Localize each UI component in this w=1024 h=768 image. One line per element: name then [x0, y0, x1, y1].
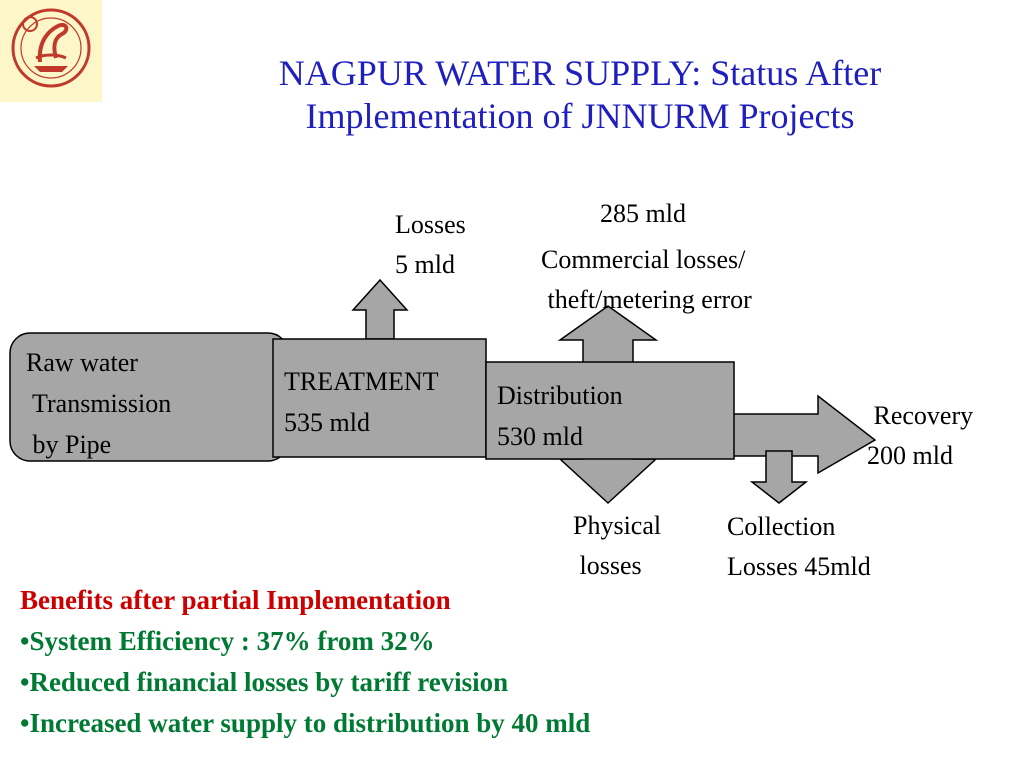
commercial-losses-line-1: Commercial losses/ [541, 245, 746, 274]
treatment-box [272, 338, 487, 458]
institution-logo [0, 0, 102, 102]
treatment-line-1: TREATMENT [284, 367, 439, 396]
physical-losses-line-1: Physical [573, 511, 662, 540]
commercial-losses-line-2: theft/metering error [541, 285, 752, 315]
benefits-section: Benefits after partial Implementation •S… [20, 580, 590, 744]
treatment-losses-line-2: 5 mld [395, 250, 455, 280]
distribution-line-1: Distribution [497, 381, 623, 410]
physical-losses-line-2: losses [573, 551, 642, 581]
recovery-line-2: 200 mld [867, 441, 953, 471]
distribution-label: Distribution 530 mld [497, 375, 623, 457]
raw-water-line-2: Transmission [26, 389, 172, 419]
physical-losses-label: Physical losses [573, 506, 661, 587]
recovery-line-1: Recovery [867, 401, 974, 430]
raw-water-label: Raw water Transmission by Pipe [26, 342, 171, 465]
collection-losses-arrow [749, 450, 809, 504]
raw-water-line-3: by Pipe [26, 430, 112, 460]
recovery-arrow [732, 394, 877, 475]
title-line-2: Implementation of JNNURM Projects [305, 96, 855, 137]
commercial-losses-value: 285 mld [600, 199, 686, 228]
slide-title: NAGPUR WATER SUPPLY: Status After Implem… [150, 52, 1010, 138]
benefits-heading: Benefits after partial Implementation [20, 585, 451, 615]
collection-losses-line-2: Losses 45mld [727, 552, 871, 582]
raw-water-line-1: Raw water [26, 348, 138, 377]
treatment-line-2: 535 mld [284, 408, 370, 438]
treatment-losses-label: Losses 5 mld [395, 205, 466, 286]
treatment-losses-line-1: Losses [395, 210, 466, 239]
treatment-losses-arrow [351, 278, 409, 340]
benefit-item-1: •System Efficiency : 37% from 32% [20, 626, 435, 657]
benefit-item-2: •Reduced financial losses by tariff revi… [20, 667, 509, 698]
commercial-losses-label: Commercial losses/ theft/metering error [541, 240, 752, 321]
treatment-label: TREATMENT 535 mld [284, 361, 439, 443]
title-line-1: NAGPUR WATER SUPPLY: Status After [278, 53, 882, 93]
distribution-line-2: 530 mld [497, 422, 583, 452]
collection-losses-label: Collection Losses 45mld [727, 507, 871, 588]
benefit-item-3: •Increased water supply to distribution … [20, 708, 591, 739]
recovery-label: Recovery 200 mld [867, 396, 973, 477]
distribution-box [485, 361, 735, 460]
collection-losses-line-1: Collection [727, 512, 836, 541]
